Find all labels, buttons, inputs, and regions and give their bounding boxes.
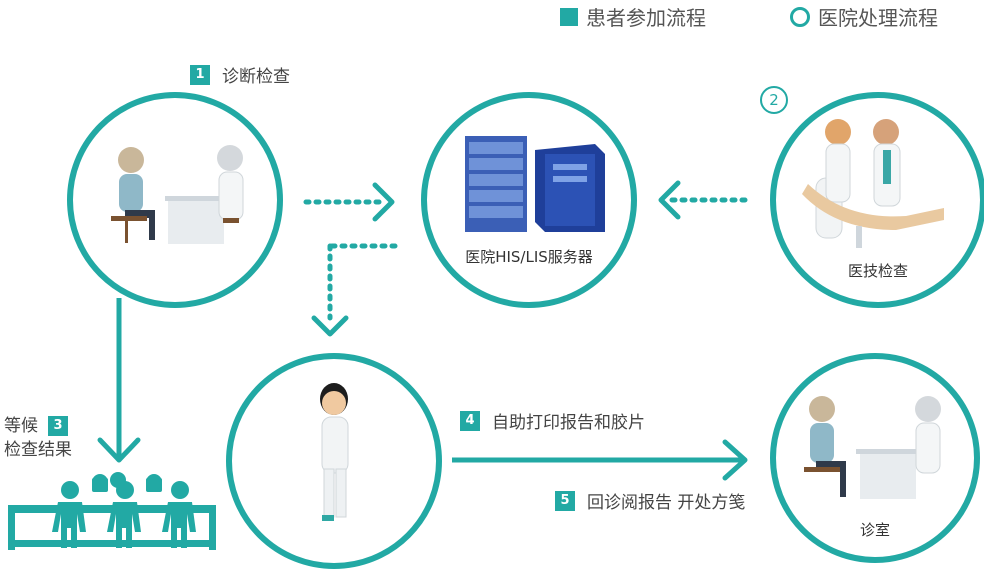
arrowhead-right-icon bbox=[372, 182, 395, 222]
step-2-number: 2 bbox=[760, 86, 788, 114]
step-1-number: 1 bbox=[190, 64, 210, 85]
step-5-text: 回诊阅报告 开处方笺 bbox=[587, 493, 746, 513]
step-1-text: 诊断检查 bbox=[222, 67, 290, 87]
tech-exam-illustration bbox=[802, 119, 944, 248]
step-3-label: 等候 3 检查结果 bbox=[4, 414, 72, 462]
waiting-people-icon bbox=[8, 472, 216, 550]
step-3-text-line2: 检查结果 bbox=[4, 440, 72, 460]
step-5-label: 5 回诊阅报告 开处方笺 bbox=[555, 488, 745, 513]
step-4-number: 4 bbox=[460, 410, 480, 431]
legend-hospital-flow: 医院处理流程 bbox=[790, 2, 938, 31]
diagnosis-circle bbox=[67, 92, 283, 308]
server-circle: 医院HIS/LIS服务器 bbox=[421, 92, 637, 308]
tech-exam-label: 医技检查 bbox=[847, 262, 908, 280]
arrowhead-down-solid-icon bbox=[97, 437, 141, 463]
server-label: 医院HIS/LIS服务器 bbox=[465, 248, 593, 266]
clinic-label: 诊室 bbox=[859, 521, 890, 539]
step-5-number: 5 bbox=[555, 490, 575, 511]
arrowhead-left-icon bbox=[658, 180, 681, 220]
legend-filled-square-icon bbox=[560, 7, 578, 26]
legend-hospital-flow-label: 医院处理流程 bbox=[818, 6, 938, 30]
arrowhead-right-solid-icon bbox=[722, 439, 748, 481]
arrowhead-down-icon bbox=[311, 315, 349, 337]
clinic-circle: 诊室 bbox=[770, 353, 980, 563]
doctor-patient-illustration bbox=[111, 145, 244, 244]
step-1-label: 1 诊断检查 bbox=[190, 62, 290, 87]
step-3-number: 3 bbox=[48, 416, 68, 436]
clinic-illustration bbox=[804, 396, 941, 499]
step-4-label: 4 自助打印报告和胶片 bbox=[460, 408, 645, 433]
server-illustration bbox=[465, 136, 605, 232]
step-4-text: 自助打印报告和胶片 bbox=[492, 413, 645, 433]
legend-patient-flow: 患者参加流程 bbox=[560, 2, 706, 31]
tech-exam-circle: 医技检查 bbox=[770, 92, 984, 308]
step-3-text-line1: 等候 bbox=[4, 416, 38, 436]
standing-patient-illustration bbox=[320, 383, 349, 521]
self-print-circle bbox=[226, 353, 442, 569]
legend-ring-icon bbox=[790, 6, 810, 27]
legend-patient-flow-label: 患者参加流程 bbox=[586, 6, 706, 30]
